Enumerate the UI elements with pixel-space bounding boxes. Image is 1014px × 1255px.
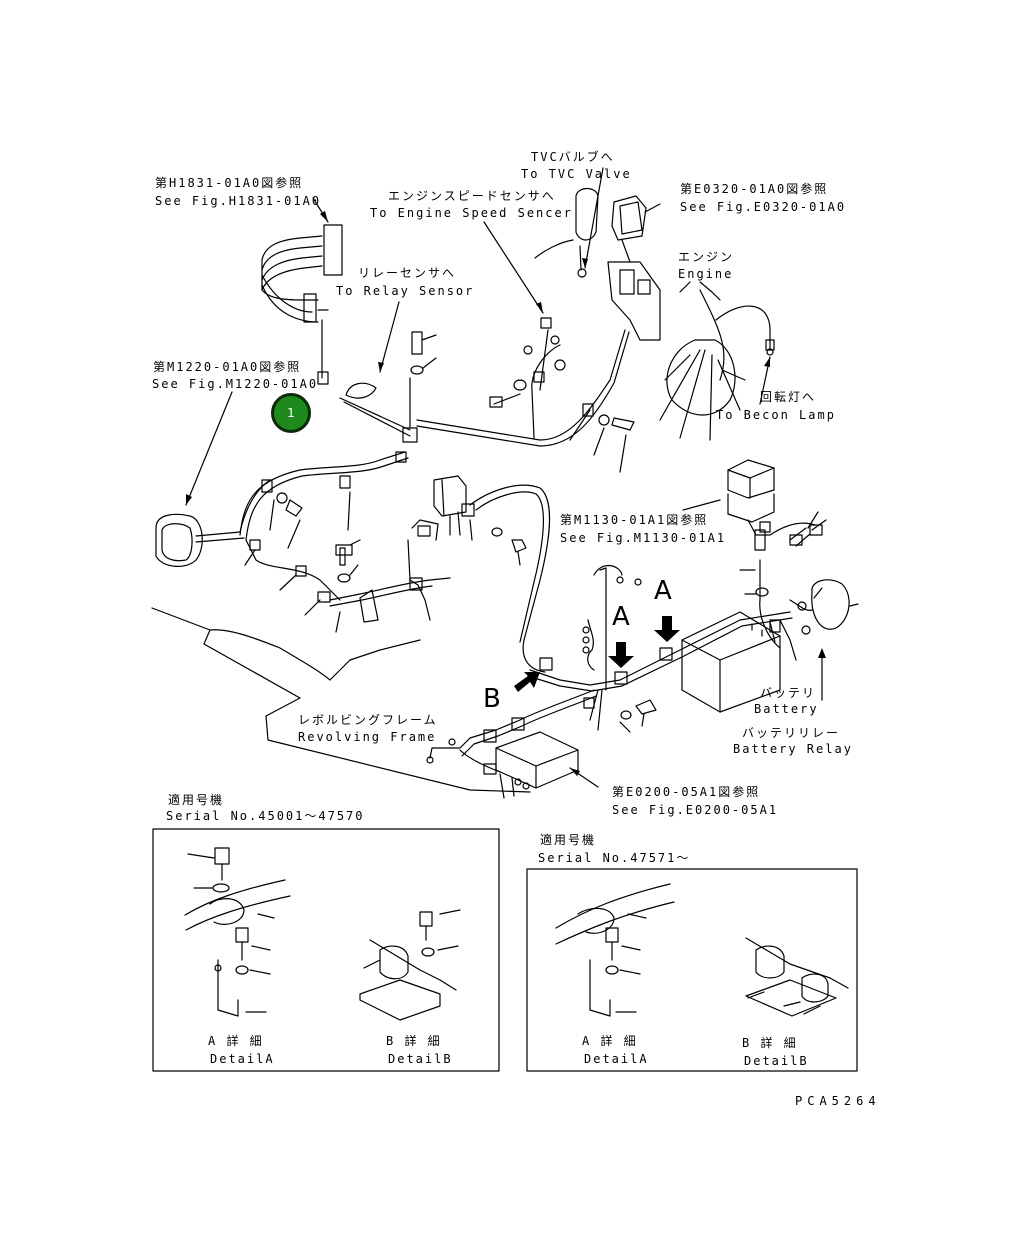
relay-box — [433, 475, 551, 673]
beacon-en: To Becon Lamp — [716, 408, 836, 422]
detail-2b — [745, 937, 849, 1017]
ref-e0200-jp: 第E0200-05A1図参照 — [612, 785, 761, 799]
detail-1a — [184, 847, 291, 1017]
detail1a-jp: A 詳 細 — [208, 1034, 264, 1048]
speed-en: To Engine Speed Sencer — [370, 206, 573, 220]
ref-e0320-en: See Fig.E0320-01A0 — [680, 200, 847, 214]
tvc-valve — [534, 187, 599, 278]
ref-h1831-jp: 第H1831-01A0図参照 — [155, 176, 304, 190]
connector-bundle — [261, 224, 343, 385]
serial2-en: Serial No.47571～ — [538, 851, 691, 865]
battery-en: Battery — [754, 702, 819, 716]
ref-e0200-en: See Fig.E0200-05A1 — [612, 803, 779, 817]
detail2a-en: DetailA — [584, 1052, 649, 1066]
revolving-frame — [151, 607, 531, 793]
relay-jp: リレーセンサへ — [358, 266, 457, 280]
figure-code: PCA5264 — [795, 1094, 881, 1108]
detail-box-1 — [152, 828, 500, 1072]
battery-jp: バッテリ — [760, 686, 817, 700]
leader-arrowheads — [186, 211, 826, 776]
detail1b-jp: B 詳 細 — [386, 1034, 442, 1048]
battery-relay-jp: バッテリリレー — [742, 726, 841, 740]
detail-box-2 — [526, 868, 858, 1072]
engine-en: Engine — [678, 267, 734, 281]
ref-m1130-jp: 第M1130-01A1図参照 — [560, 513, 709, 527]
beacon-jp: 回転灯へ — [760, 390, 817, 404]
tvc-jp: TVCバルブへ — [531, 150, 615, 164]
battery-relay-en: Battery Relay — [733, 742, 853, 756]
relay-sensor — [339, 331, 437, 443]
ref-m1220-jp: 第M1220-01A0図参照 — [153, 360, 302, 374]
frame-jp: レボルビングフレーム — [298, 713, 438, 727]
ref-e0320-jp: 第E0320-01A0図参照 — [680, 182, 829, 196]
arrow-a-label-1: A — [654, 576, 672, 606]
serial2-jp: 適用号機 — [540, 833, 597, 847]
arrow-b-label: B — [483, 684, 501, 714]
harness-upper — [416, 317, 635, 473]
battery-relay — [779, 579, 859, 661]
frame-en: Revolving Frame — [298, 730, 437, 744]
harness-left — [239, 451, 451, 633]
detail-1b — [359, 909, 461, 1021]
callout-badge-1[interactable]: 1 — [271, 393, 311, 433]
arrow-a-label-2: A — [612, 602, 630, 632]
detail2a-jp: A 詳 細 — [582, 1034, 638, 1048]
detail-2a — [555, 883, 675, 1017]
detail2b-en: DetailB — [744, 1054, 809, 1068]
tvc-en: To TVC Valve — [521, 167, 632, 181]
ref-m1220-en: See Fig.M1220-01A0 — [152, 377, 319, 391]
controller — [483, 731, 579, 799]
engine-jp: エンジン — [678, 250, 735, 264]
ref-h1831-en: See Fig.H1831-01A0 — [155, 194, 322, 208]
detail2b-jp: B 詳 細 — [742, 1036, 798, 1050]
serial1-jp: 適用号機 — [168, 793, 225, 807]
ref-m1130-en: See Fig.M1130-01A1 — [560, 531, 727, 545]
relay-en: To Relay Sensor — [336, 284, 475, 298]
serial1-en: Serial No.45001～47570 — [166, 809, 365, 823]
speed-jp: エンジンスピードセンサへ — [388, 189, 556, 203]
bold-arrows — [514, 616, 680, 692]
horn — [727, 459, 827, 547]
battery — [681, 529, 781, 713]
leader-lines — [185, 167, 823, 788]
detail1b-en: DetailB — [388, 1052, 453, 1066]
engine — [607, 195, 775, 441]
detail1a-en: DetailA — [210, 1052, 275, 1066]
